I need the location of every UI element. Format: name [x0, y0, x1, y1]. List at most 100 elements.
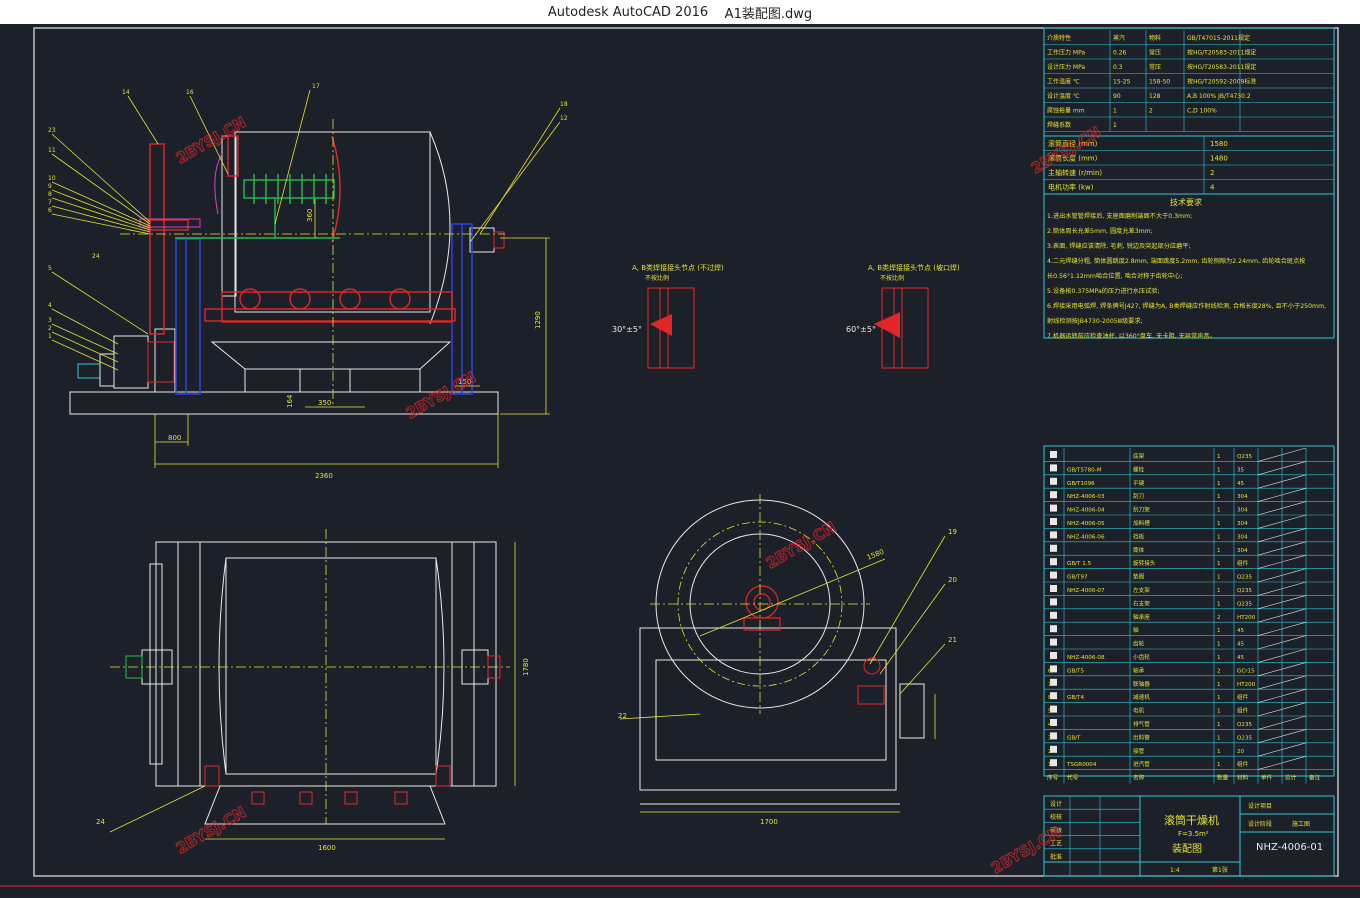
bom-cell: GB/T	[1067, 735, 1081, 741]
svg-text:16: 16	[186, 89, 194, 96]
svg-text:11: 11	[48, 147, 56, 154]
side-centerlines	[619, 494, 946, 813]
spec-cell: 158-50	[1149, 79, 1170, 86]
spec-cell: 按HG/T20592-2009标准	[1187, 78, 1256, 86]
weld-angle-1: 30°±5°	[612, 325, 642, 334]
spec-cell: 物料	[1149, 34, 1161, 42]
tech-line: 5.设备按0.375MPa的压力进行水压试验;	[1047, 287, 1160, 295]
bom-cell: Q235	[1237, 735, 1253, 741]
sign-role: 批准	[1050, 853, 1062, 861]
bom-cell: 1	[1217, 682, 1221, 688]
bom-cell: 排气管	[1133, 720, 1150, 728]
bom-cell: 1	[1217, 575, 1221, 581]
bom-cell: GB/T5	[1067, 668, 1084, 674]
bom-cell: 1	[1217, 534, 1221, 540]
front-red-parts	[147, 135, 456, 335]
plan-centerlines	[110, 529, 510, 824]
svg-text:6: 6	[48, 207, 52, 214]
param-label: 滚筒直径 (mm)	[1048, 139, 1098, 148]
spec-cell: 15-25	[1113, 79, 1131, 86]
svg-text:1:4: 1:4	[1170, 867, 1180, 874]
bom-cell: 1	[1217, 467, 1221, 473]
bom-cell: 左支架	[1133, 586, 1150, 594]
bom-cell: TSGR0004	[1066, 762, 1097, 768]
drawing-view: 装配图	[1172, 842, 1202, 855]
svg-text:20: 20	[948, 576, 957, 584]
tech-line: 长0.56°1.12mm啮合位置, 啮合对称于齿轮中心;	[1047, 272, 1182, 280]
bom-cell: 组件	[1237, 707, 1249, 715]
spec-cell: 蒸汽	[1113, 34, 1125, 42]
drawing-canvas[interactable]: 2360 800 350 150 1290 360 164 23 11 10 9…	[0, 24, 1360, 894]
svg-text:2BYSJ.CN: 2BYSJ.CN	[173, 803, 249, 857]
bom-cell: 304	[1237, 521, 1248, 527]
spec-cell: 1	[1113, 122, 1117, 129]
bom-cell: 1	[1217, 588, 1221, 594]
spec-cell: 0.3	[1113, 64, 1123, 71]
svg-text:5: 5	[48, 265, 52, 272]
bom-cell: 进汽管	[1133, 760, 1150, 768]
bom-cell: GB/T97	[1067, 575, 1088, 581]
side-texts: 1700 1580 19 20 21 22	[618, 528, 957, 826]
tech-line: 4.二元焊缝分粗, 筒体圆跳度2.8mm, 端面跳度5.2mm, 齿轮侧隙为2.…	[1047, 257, 1305, 265]
bom-cell: 出料管	[1133, 733, 1150, 741]
bom-cell: GB/T 1.5	[1067, 561, 1092, 567]
bom-cell: Q235	[1237, 601, 1253, 607]
tech-title: 技术要求	[1170, 197, 1202, 207]
bom-cell: 2	[1217, 668, 1221, 674]
bom-cell: 右支架	[1133, 599, 1150, 607]
bom-cell: 螺栓	[1133, 465, 1145, 473]
bom-no: 2	[1048, 749, 1052, 755]
spec-cell: 工作压力 MPa	[1047, 49, 1085, 57]
bom-cell: HT200	[1237, 682, 1256, 688]
bom-cell: 1	[1217, 454, 1221, 460]
drawing-number: NHZ-4006-01	[1256, 842, 1323, 853]
svg-text:22: 22	[618, 712, 627, 720]
sign-role: 工艺	[1050, 840, 1062, 848]
bom-no: 6	[1048, 668, 1052, 674]
bom-no: 5	[1048, 709, 1052, 715]
watermarks: 2BYSJ.CN 2BYSJ.CN 2BYSJ.CN 2BYSJ.CN 2BYS…	[173, 113, 1105, 878]
bom-cell: GB/T1096	[1067, 481, 1095, 487]
bom-cell: 刮刀架	[1133, 506, 1150, 514]
bom-cell: 组件	[1237, 693, 1249, 701]
bom-cell: NHZ-4006-08	[1067, 655, 1105, 661]
bom-cell: 底架	[1133, 452, 1145, 460]
bom-cell: 45	[1237, 655, 1245, 661]
bom-cell: 1	[1217, 762, 1221, 768]
weld-label-2: A, B类焊接接头节点 (坡口焊)	[868, 263, 960, 272]
svg-text:19: 19	[948, 528, 957, 536]
bom-cell: 304	[1237, 534, 1248, 540]
bom-cell: 1	[1217, 642, 1221, 648]
bom-cell: 加料槽	[1133, 519, 1150, 527]
svg-text:1: 1	[48, 333, 52, 340]
bom-header: 备注	[1309, 774, 1321, 782]
plan-view	[125, 541, 501, 825]
bom-cell: 1	[1217, 601, 1221, 607]
svg-text:第1张: 第1张	[1212, 866, 1228, 874]
svg-text:10: 10	[48, 175, 56, 182]
param-label: 滚筒长度 (mm)	[1048, 154, 1098, 163]
param-label: 电机功率 (kw)	[1048, 183, 1094, 192]
weld-detail-1: A, B类焊接接头节点 (不过焊) 不按比例 30°±5°	[612, 263, 724, 369]
bom-header: 材料	[1237, 774, 1249, 782]
param-value: 1480	[1210, 155, 1228, 163]
bom-cell: 304	[1237, 508, 1248, 514]
svg-text:施工图: 施工图	[1292, 820, 1310, 828]
bom-cell: 1	[1217, 548, 1221, 554]
bom-header: 名称	[1133, 774, 1145, 782]
svg-text:24: 24	[96, 818, 105, 826]
bom-no: 1	[1048, 762, 1052, 768]
svg-text:设计项目: 设计项目	[1248, 802, 1272, 810]
drawing-frame	[33, 27, 1339, 877]
bom-cell: 齿轮	[1133, 640, 1145, 648]
bom-header: 总计	[1285, 774, 1297, 782]
bom-cell: 304	[1237, 548, 1248, 554]
bom-cell: 垫圈	[1133, 573, 1145, 581]
spec-cell: 工作温度 ℃	[1047, 78, 1080, 86]
bom-cell: 1	[1217, 709, 1221, 715]
cad-drawing[interactable]: 2360 800 350 150 1290 360 164 23 11 10 9…	[0, 24, 1360, 894]
bom-cell: GCr15	[1237, 668, 1255, 674]
spec-cell: 介质特性	[1047, 34, 1071, 42]
